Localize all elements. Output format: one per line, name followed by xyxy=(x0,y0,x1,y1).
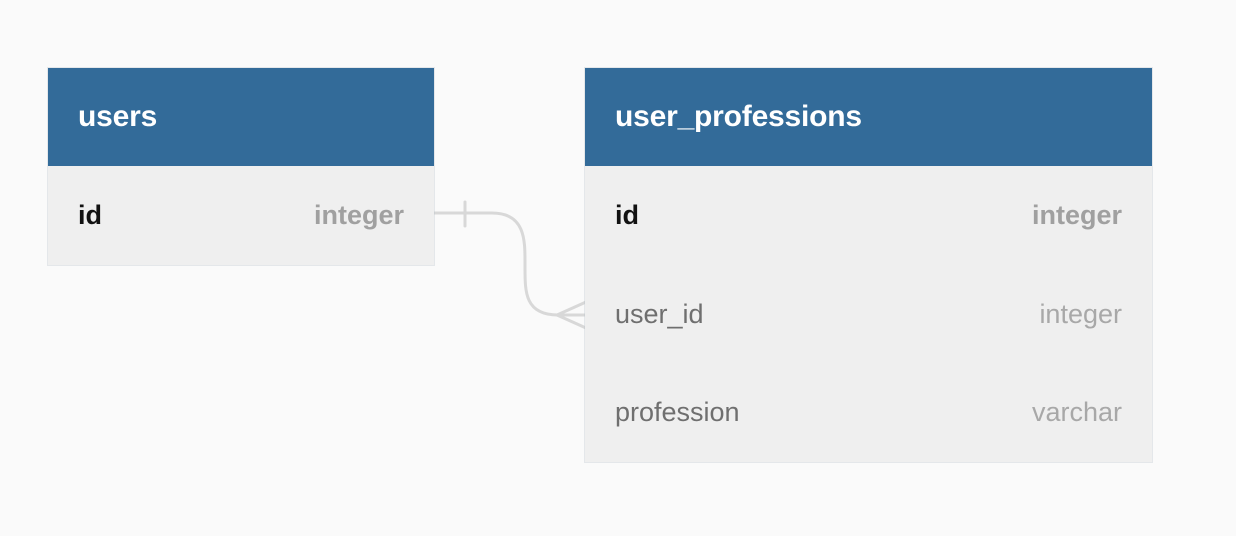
field-type: integer xyxy=(1031,199,1122,230)
entity-table-user-professions[interactable]: user_professions id integer user_id inte… xyxy=(585,68,1152,463)
entity-title-user-professions[interactable]: user_professions xyxy=(585,68,1152,166)
entity-title-text: user_professions xyxy=(615,100,862,133)
entity-fields-users: id integer xyxy=(48,166,434,265)
cardinality-many-crowsfoot xyxy=(555,300,588,330)
entity-title-users[interactable]: users xyxy=(48,68,434,166)
field-name: id xyxy=(78,199,102,230)
field-type: varchar xyxy=(1031,397,1122,428)
entity-fields-user-professions: id integer user_id integer profession va… xyxy=(585,166,1152,463)
field-type: integer xyxy=(313,199,404,230)
entity-title-text: users xyxy=(78,100,158,133)
field-row[interactable]: profession varchar xyxy=(585,363,1152,462)
field-row[interactable]: user_id integer xyxy=(585,265,1152,364)
entity-table-users[interactable]: users id integer xyxy=(48,68,434,265)
field-row[interactable]: id integer xyxy=(48,166,434,265)
field-type: integer xyxy=(1039,298,1122,329)
field-name: profession xyxy=(615,397,740,428)
field-row[interactable]: id integer xyxy=(585,166,1152,265)
field-name: user_id xyxy=(615,298,704,329)
relationship-users-to-user-professions[interactable] xyxy=(432,200,588,330)
relationship-path[interactable] xyxy=(432,211,587,317)
field-name: id xyxy=(615,199,639,230)
